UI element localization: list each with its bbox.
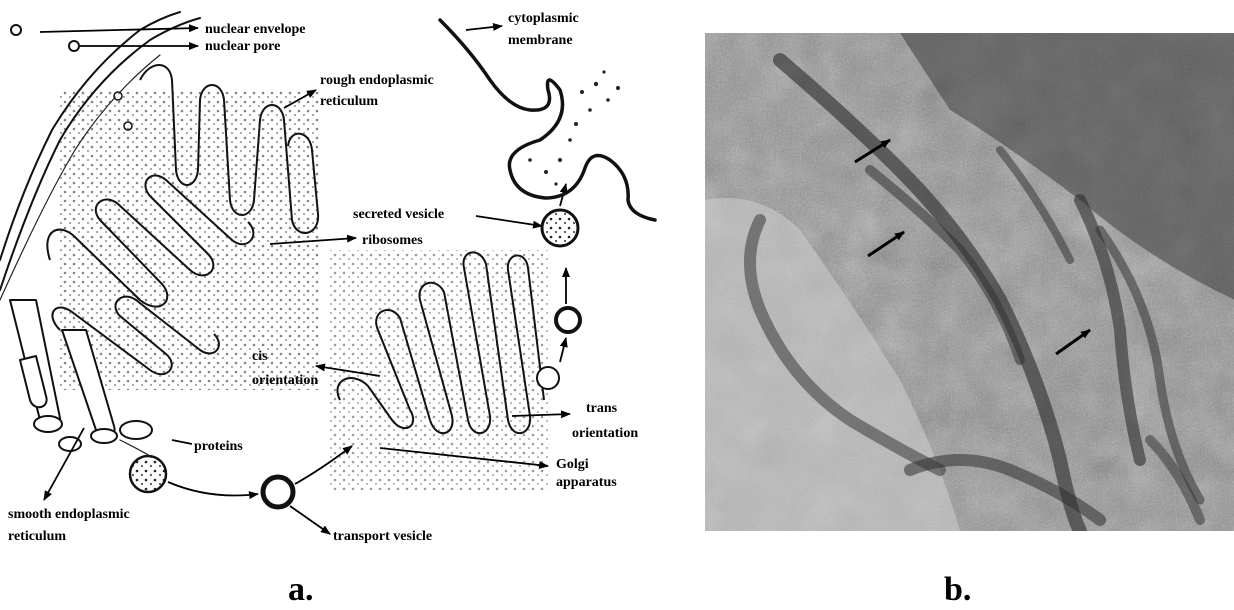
golgi-vesicle	[556, 308, 580, 332]
label-ribosomes: ribosomes	[362, 233, 423, 248]
label-rough-er-line2: reticulum	[320, 94, 378, 109]
label-nuclear-pore: nuclear pore	[205, 39, 280, 54]
label-cytoplasmic-membrane-line1: cytoplasmic	[508, 11, 579, 26]
label-secreted-vesicle: secreted vesicle	[353, 207, 444, 222]
label-trans-line2: orientation	[572, 426, 638, 441]
secreted-vesicle-shape	[542, 210, 578, 246]
label-proteins: proteins	[194, 439, 243, 454]
panel-b-letter: b.	[944, 571, 971, 608]
label-cytoplasmic-membrane-line2: membrane	[508, 33, 573, 48]
exocytosed-particles	[528, 70, 620, 185]
label-golgi-line2: apparatus	[556, 475, 617, 490]
label-rough-er-line1: rough endoplasmic	[320, 73, 434, 88]
cytoplasmic-membrane-shape	[440, 20, 655, 220]
label-smooth-er-line1: smooth endoplasmic	[8, 507, 130, 522]
panel-a-diagram: nuclear envelope nuclear pore rough endo…	[0, 11, 655, 608]
panel-b-micrograph	[705, 33, 1234, 531]
label-golgi-line1: Golgi	[556, 457, 589, 472]
label-transport-vesicle: transport vesicle	[333, 529, 432, 544]
label-cis-line1: cis	[252, 349, 268, 364]
label-smooth-er-line2: reticulum	[8, 529, 66, 544]
transport-vesicle-shape	[263, 477, 293, 507]
protein-vesicle	[130, 456, 166, 492]
label-nuclear-envelope: nuclear envelope	[205, 22, 305, 37]
nuclear-pore-mark	[69, 41, 79, 51]
panel-a-letter: a.	[288, 571, 314, 608]
label-trans-line1: trans	[586, 401, 618, 416]
label-cis-line2: orientation	[252, 373, 318, 388]
